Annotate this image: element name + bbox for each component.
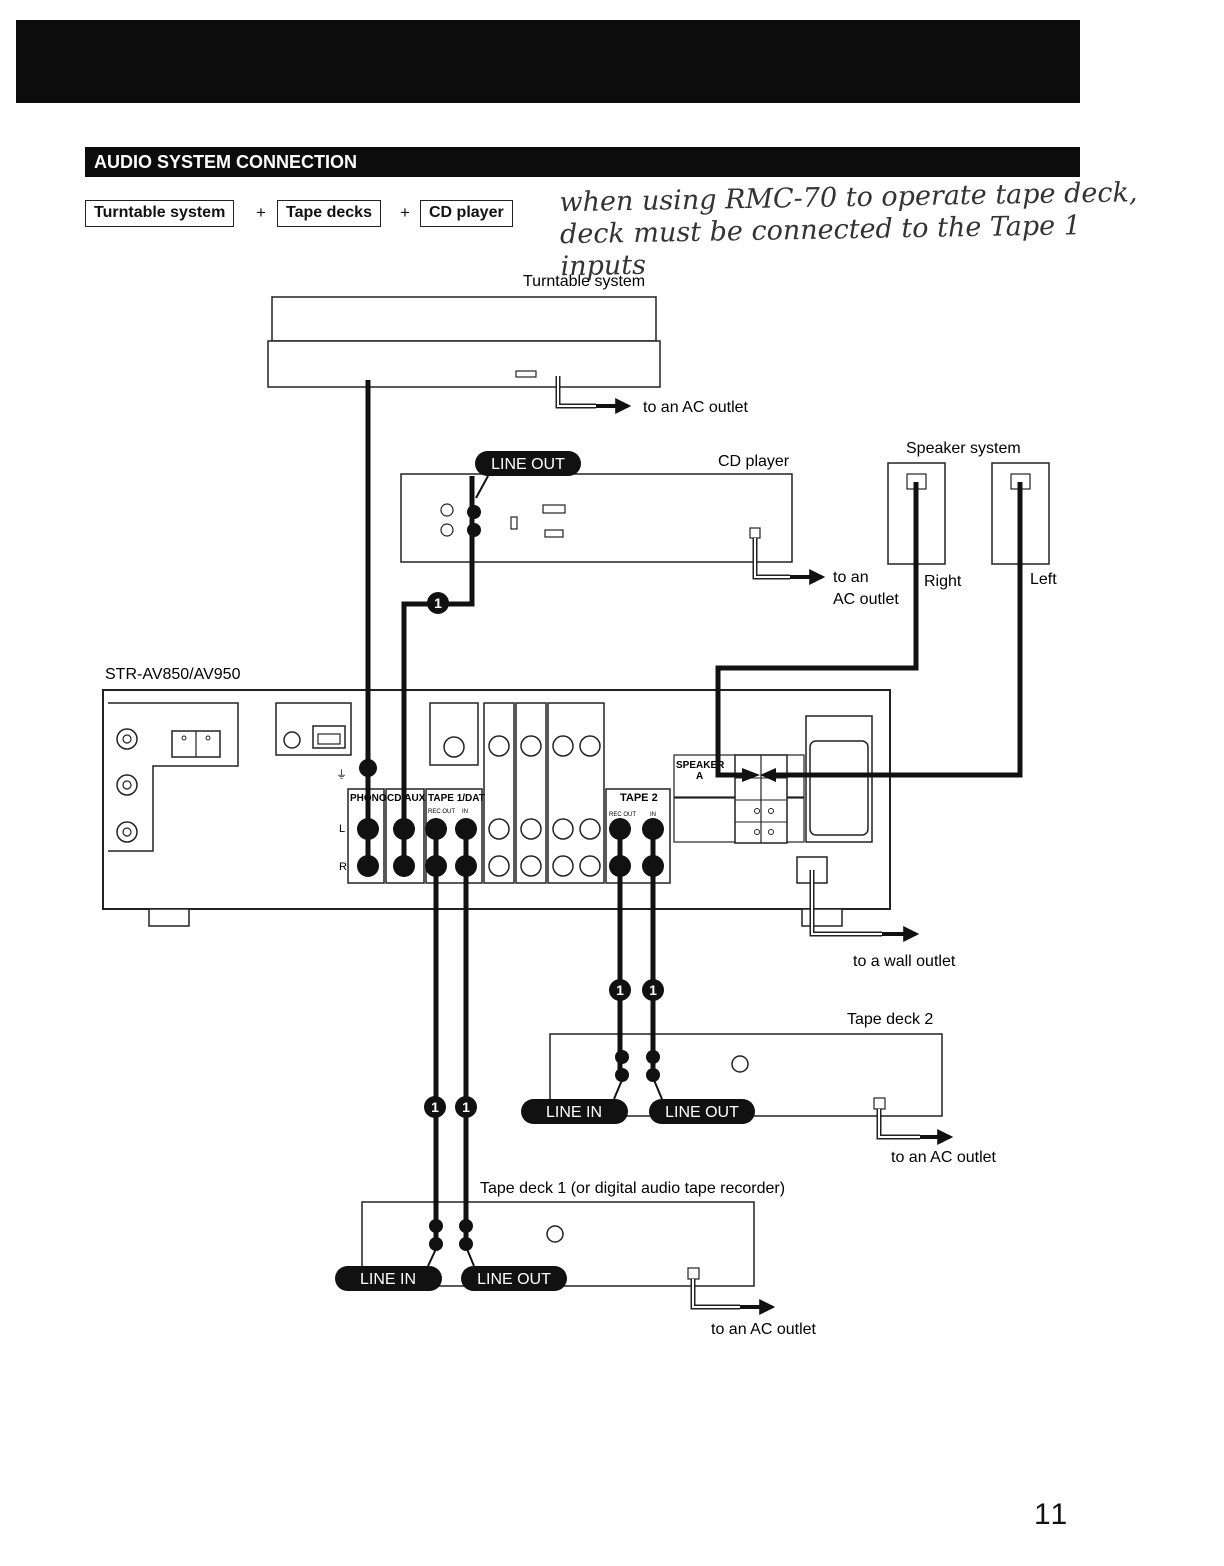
speaker-left-label: Left	[1030, 571, 1057, 588]
line-out-label: LINE OUT	[665, 1104, 739, 1121]
cd-outlet-label-2: AC outlet	[833, 591, 899, 608]
tape-deck-1-device	[361, 1201, 776, 1315]
tape1-dat-label: TAPE 1/DAT	[428, 793, 485, 804]
plus-separator: +	[256, 203, 266, 222]
tape-deck-1-label: Tape deck 1 (or digital audio tape recor…	[480, 1180, 785, 1197]
speaker-system	[887, 462, 1050, 565]
line-out-pill	[461, 1266, 567, 1291]
config-cd-player: CD player	[420, 200, 513, 227]
tape-deck-2-outlet-label: to an AC outlet	[891, 1149, 997, 1166]
receiver-device	[102, 689, 920, 942]
line-in-pill	[521, 1099, 628, 1124]
plus-separator: +	[400, 203, 410, 222]
top-banner	[16, 20, 1080, 103]
speaker-system-label: Speaker system	[906, 440, 1021, 457]
cd-player-device	[400, 473, 826, 585]
section-title: AUDIO SYSTEM CONNECTION	[85, 147, 1080, 177]
line-out-pill	[649, 1099, 755, 1124]
tape2-rec-out-label: REC OUT	[609, 812, 636, 818]
speakers-label: SPEAKER	[676, 760, 725, 771]
speakers-a-label: A	[696, 771, 703, 782]
turntable-outlet-label: to an AC outlet	[643, 399, 749, 416]
line-in-label: LINE IN	[360, 1271, 416, 1288]
cd-player-label: CD player	[718, 453, 790, 470]
cable-number: 1	[616, 982, 624, 998]
turntable-device	[267, 296, 661, 414]
speaker-right-label: Right	[924, 573, 962, 590]
tape1-rec-out-label: REC OUT	[428, 809, 455, 815]
line-out-label: LINE OUT	[477, 1271, 551, 1288]
line-in-pill	[335, 1266, 442, 1291]
left-channel-label: L	[339, 823, 345, 835]
cable-number: 1	[434, 595, 442, 611]
tape-deck-2-label: Tape deck 2	[847, 1011, 933, 1028]
line-out-label: LINE OUT	[491, 456, 565, 473]
plugs	[357, 505, 776, 1251]
tape1-in-label: IN	[462, 809, 468, 815]
cable-number: 1	[462, 1099, 470, 1115]
receiver-outlet-label: to a wall outlet	[853, 953, 956, 970]
config-tape-decks: Tape decks	[277, 200, 381, 227]
turntable-label: Turntable system	[523, 273, 645, 290]
ground-icon: ⏚	[336, 768, 347, 781]
cable-number: 1	[431, 1099, 439, 1115]
line-in-label: LINE IN	[546, 1104, 602, 1121]
page-number: 11	[1034, 1498, 1070, 1531]
line-out-pill	[475, 451, 581, 476]
right-channel-label: R	[339, 861, 347, 873]
config-turntable: Turntable system	[85, 200, 235, 227]
cd-outlet-label-1: to an	[833, 569, 869, 586]
cable-number-badges	[424, 592, 664, 1118]
receiver-label: STR-AV850/AV950	[105, 666, 241, 683]
tape2-label: TAPE 2	[620, 792, 658, 804]
tape2-in-label: IN	[650, 812, 656, 818]
tape-deck-1-outlet-label: to an AC outlet	[711, 1321, 817, 1338]
cable-number: 1	[649, 982, 657, 998]
